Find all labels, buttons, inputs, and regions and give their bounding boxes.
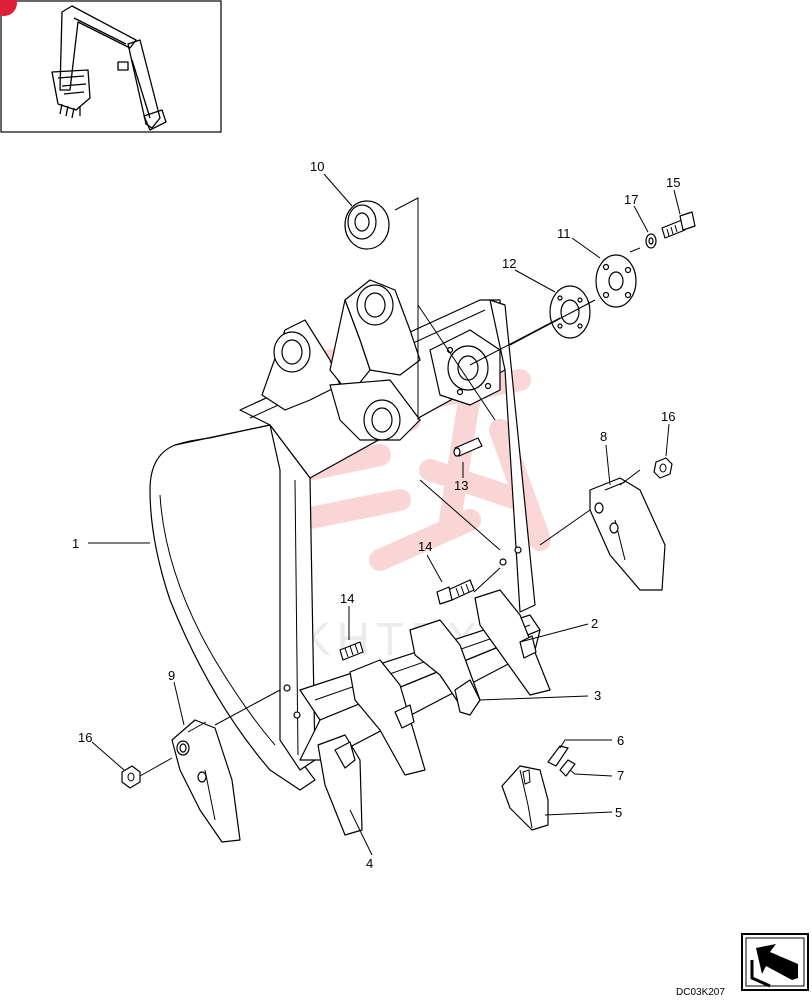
arrow-navigation-icon[interactable] bbox=[741, 933, 809, 991]
callout-11: 11 bbox=[557, 226, 571, 241]
part-11-plate[interactable] bbox=[595, 254, 637, 308]
part-16-nut-left[interactable] bbox=[121, 765, 141, 789]
callout-5: 5 bbox=[615, 805, 622, 820]
callout-labels: 1 2 3 4 5 6 7 8 9 10 11 12 13 14 14 15 1… bbox=[72, 159, 680, 871]
callout-13: 13 bbox=[454, 478, 468, 493]
callout-14-upper: 14 bbox=[418, 539, 432, 554]
part-15-bolt[interactable] bbox=[661, 211, 696, 239]
part-10-boss[interactable] bbox=[344, 200, 390, 250]
bucket-body[interactable] bbox=[149, 299, 541, 791]
part-17-washer[interactable] bbox=[645, 233, 657, 249]
callout-16-right: 16 bbox=[661, 409, 675, 424]
callout-9: 9 bbox=[168, 668, 175, 683]
callout-17: 17 bbox=[624, 192, 638, 207]
callout-6: 6 bbox=[617, 733, 624, 748]
callout-4: 4 bbox=[366, 856, 373, 871]
bushings[interactable] bbox=[273, 284, 492, 441]
part-7-pin[interactable] bbox=[559, 759, 576, 777]
callout-12: 12 bbox=[502, 256, 516, 271]
part-14-bolt-upper[interactable] bbox=[436, 579, 475, 605]
part-9-side-cutter[interactable] bbox=[171, 719, 241, 843]
callout-2: 2 bbox=[591, 616, 598, 631]
part-8-side-cutter[interactable] bbox=[589, 477, 666, 591]
teeth-row[interactable] bbox=[317, 589, 551, 836]
part-12-shim[interactable] bbox=[549, 285, 591, 339]
callout-8: 8 bbox=[600, 429, 607, 444]
part-14-bolt-lower[interactable] bbox=[339, 641, 364, 661]
callout-15: 15 bbox=[666, 175, 680, 190]
part-6-lock[interactable] bbox=[547, 745, 569, 767]
inset-thumbnail[interactable] bbox=[0, 0, 222, 133]
part-13-pin[interactable] bbox=[453, 437, 483, 457]
part-16-nut-right[interactable] bbox=[653, 457, 673, 479]
callout-16-left: 16 bbox=[78, 730, 92, 745]
excavator-arm-icon bbox=[51, 5, 167, 131]
part-5-tooth[interactable] bbox=[501, 765, 549, 831]
callout-1: 1 bbox=[72, 536, 79, 551]
diagram-code: DC03K207 bbox=[676, 987, 725, 998]
callout-7: 7 bbox=[617, 768, 624, 783]
leader-lines bbox=[88, 173, 681, 856]
callout-10: 10 bbox=[310, 159, 324, 174]
red-corner-badge-icon bbox=[0, 0, 17, 16]
callout-14-lower: 14 bbox=[340, 591, 354, 606]
callout-3: 3 bbox=[594, 688, 601, 703]
